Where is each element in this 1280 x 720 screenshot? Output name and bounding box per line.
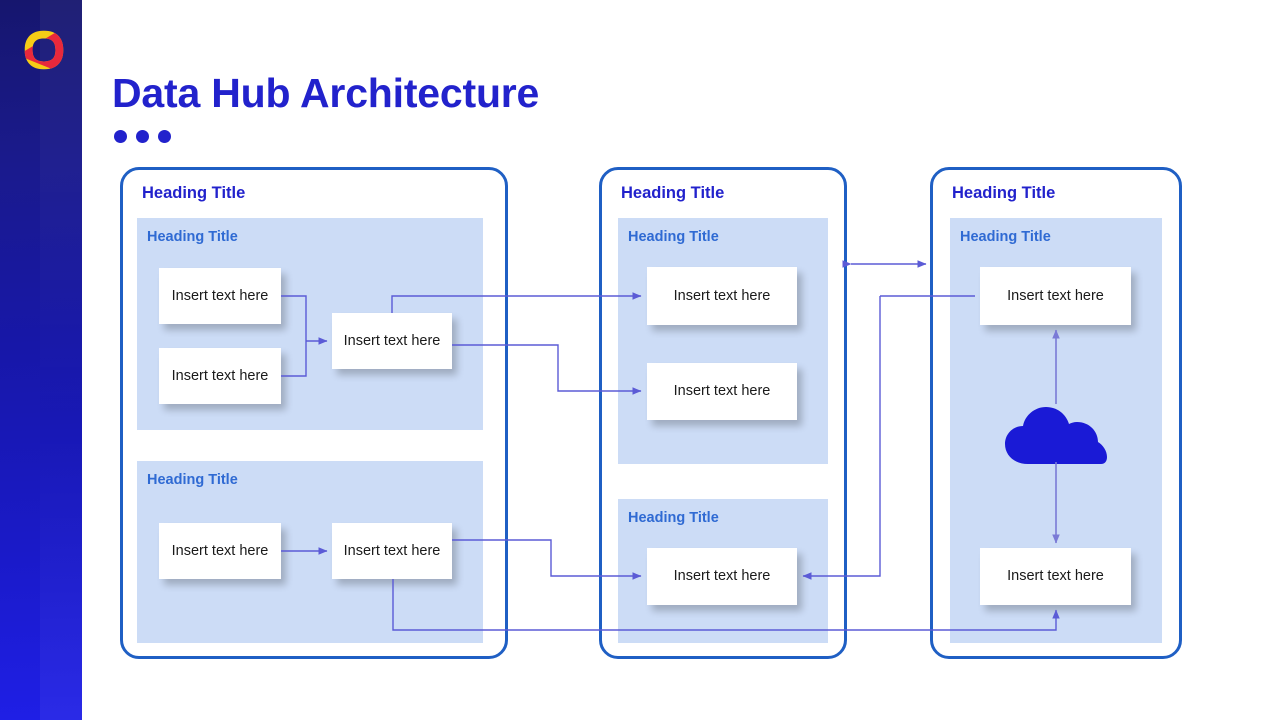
left-accent-rail xyxy=(0,0,82,720)
group-left-top-title: Heading Title xyxy=(147,229,238,245)
dot-3 xyxy=(158,130,171,143)
text-box-left-top-3[interactable]: Insert text here xyxy=(332,313,452,369)
text-box-middle-top-2[interactable]: Insert text here xyxy=(647,363,797,420)
text-box-left-bottom-2[interactable]: Insert text here xyxy=(332,523,452,579)
dot-1 xyxy=(114,130,127,143)
rail-sheen xyxy=(40,0,82,720)
group-middle-top: Heading Title xyxy=(618,218,828,464)
dot-2 xyxy=(136,130,149,143)
text-box-left-top-1[interactable]: Insert text here xyxy=(159,268,281,324)
panel-middle-title: Heading Title xyxy=(621,184,725,202)
title-dots-decoration xyxy=(114,130,171,143)
text-box-middle-bottom-1[interactable]: Insert text here xyxy=(647,548,797,605)
text-box-right-bottom[interactable]: Insert text here xyxy=(980,548,1131,605)
text-box-left-top-2[interactable]: Insert text here xyxy=(159,348,281,404)
panel-right-title: Heading Title xyxy=(952,184,1056,202)
text-box-right-top[interactable]: Insert text here xyxy=(980,267,1131,325)
brand-squircle-logo xyxy=(24,30,64,70)
text-box-left-bottom-1[interactable]: Insert text here xyxy=(159,523,281,579)
group-left-bottom-title: Heading Title xyxy=(147,472,238,488)
cloud-icon xyxy=(1005,407,1107,464)
group-right-title: Heading Title xyxy=(960,229,1051,245)
page-title: Data Hub Architecture xyxy=(112,70,540,116)
group-middle-top-title: Heading Title xyxy=(628,229,719,245)
panel-left-title: Heading Title xyxy=(142,184,246,202)
text-box-middle-top-1[interactable]: Insert text here xyxy=(647,267,797,325)
group-middle-bottom-title: Heading Title xyxy=(628,510,719,526)
